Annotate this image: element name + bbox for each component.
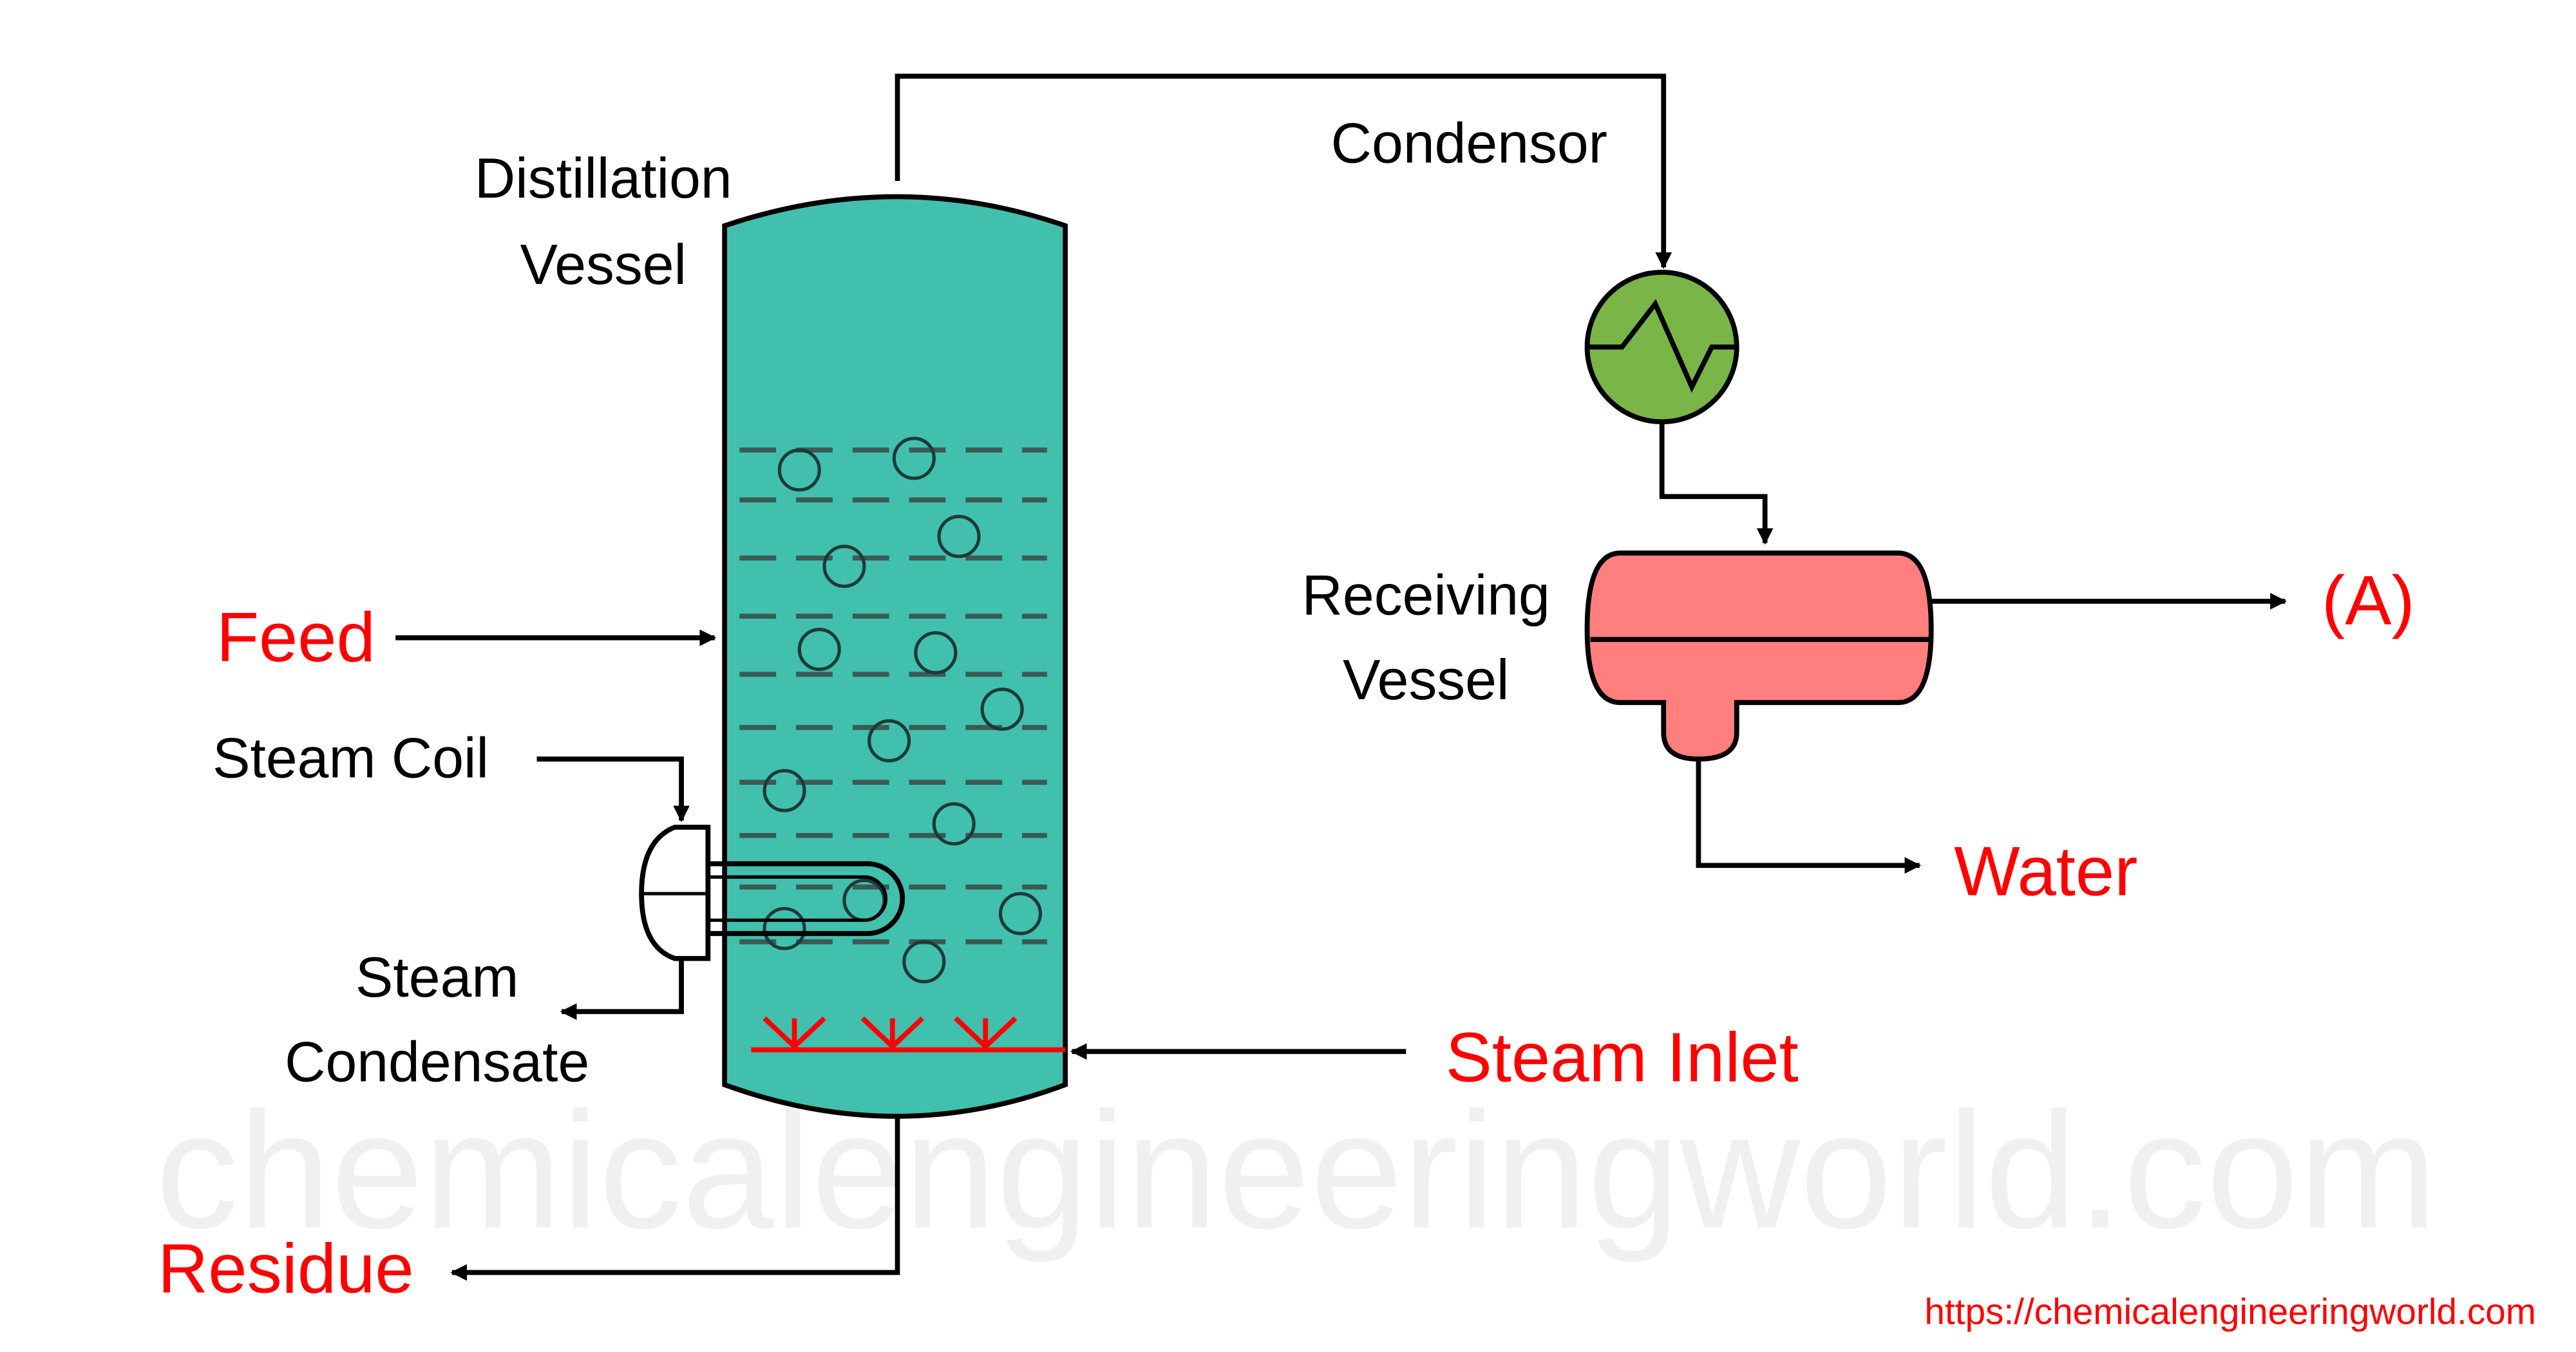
condenser-coil bbox=[1587, 299, 1737, 393]
steam-coil-inlet-line bbox=[536, 756, 690, 823]
distillation-vessel bbox=[722, 194, 1068, 1119]
vapor-line bbox=[895, 73, 1672, 269]
vapor-bubbles bbox=[762, 437, 1043, 984]
receiving-vessel bbox=[1584, 550, 1934, 762]
label-feed: Feed bbox=[216, 598, 375, 676]
label-product-a: (A) bbox=[2322, 561, 2414, 639]
water-line bbox=[1696, 759, 1922, 874]
label-receiving-vessel-2: Vessel bbox=[1343, 648, 1510, 711]
label-distillation-vessel-2: Vessel bbox=[520, 233, 687, 296]
label-residue: Residue bbox=[158, 1229, 414, 1307]
label-water: Water bbox=[1954, 832, 2137, 910]
label-steam-condensate-2: Condensate bbox=[285, 1031, 589, 1094]
steam-distributor bbox=[751, 1016, 1066, 1053]
label-distillation-vessel-1: Distillation bbox=[475, 147, 732, 210]
residue-line bbox=[450, 1114, 900, 1281]
condensate-line bbox=[1659, 422, 1774, 545]
label-condensor: Condensor bbox=[1331, 112, 1607, 175]
label-steam-coil: Steam Coil bbox=[213, 726, 489, 789]
steam-coil-tube-inner bbox=[708, 875, 888, 922]
steam-condensate-line bbox=[560, 958, 684, 1020]
watermark: chemicalengineeringworld.com bbox=[155, 1077, 2437, 1264]
steam-coil-tube bbox=[708, 861, 905, 936]
label-steam-inlet: Steam Inlet bbox=[1446, 1019, 1799, 1096]
label-receiving-vessel-1: Receiving bbox=[1302, 564, 1550, 627]
source-url: https://chemicalengineeringworld.com bbox=[1924, 1291, 2536, 1332]
label-steam-condensate-1: Steam bbox=[355, 946, 519, 1009]
